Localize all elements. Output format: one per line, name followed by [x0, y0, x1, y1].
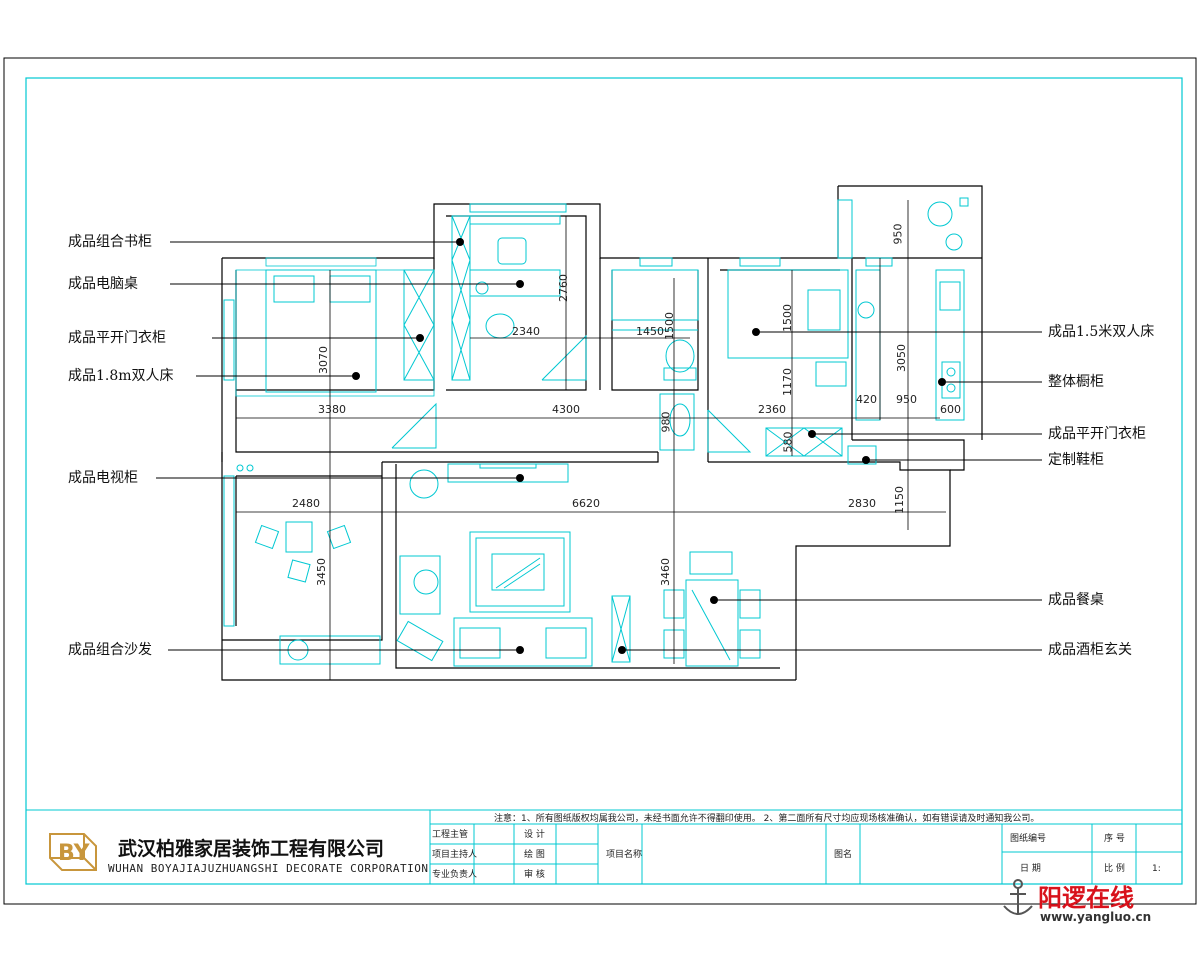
label-sofa: 成品组合沙发	[68, 642, 152, 658]
walls	[221, 185, 983, 681]
dim-bath-depth: 1500	[663, 312, 676, 340]
watermark-url: www.yangluo.cn	[1040, 910, 1152, 924]
furniture	[223, 197, 969, 667]
label-master-wardrobe: 成品平开门衣柜	[68, 330, 166, 346]
kitchen-counter	[935, 269, 965, 421]
cell-project-host: 项目主持人	[432, 850, 478, 860]
dim-balcony-top: 950	[891, 223, 905, 245]
dim-row1-left: 3380	[318, 403, 346, 416]
sofa	[453, 617, 593, 667]
dim-living-mid: 6620	[572, 497, 600, 510]
rug	[469, 531, 571, 613]
dim-bath-vertical: 980	[659, 411, 673, 433]
dim-wardrobe-depth: 580	[781, 431, 795, 453]
watermark-name: 阳逻在线	[1038, 884, 1134, 912]
dim-row1-r3: 950	[896, 393, 917, 406]
cell-drawing-name: 图名	[834, 850, 853, 860]
label-computer-desk: 成品电脑桌	[68, 276, 138, 292]
dining-table	[685, 579, 739, 667]
bookcase	[451, 215, 471, 381]
anchor-icon	[1003, 879, 1033, 915]
label-second-bed: 成品1.5米双人床	[1048, 324, 1155, 340]
title-block	[26, 809, 1182, 884]
company-name-en: WUHAN BOYAJIAJUZHUANGSHI DECORATE CORPOR…	[108, 862, 429, 875]
study-desk	[469, 269, 561, 297]
cell-drawing: 绘 图	[524, 850, 545, 860]
cell-project-name: 项目名称	[606, 850, 643, 860]
cell-scale: 比 例	[1104, 864, 1125, 874]
cell-review: 审 核	[524, 870, 545, 880]
dim-master-depth: 3070	[317, 346, 330, 374]
label-shoe-cabinet: 定制鞋柜	[1048, 452, 1104, 468]
label-kitchen: 整体橱柜	[1048, 374, 1104, 390]
dim-row1-mid: 4300	[552, 403, 580, 416]
dimension-lines	[236, 200, 946, 680]
title-note: 注意：1、所有图纸版权均属我公司，未经书面允许不得翻印使用。 2、第二面所有尺寸…	[494, 814, 1040, 824]
label-second-wardrobe: 成品平开门衣柜	[1048, 426, 1146, 442]
dim-bed2-top: 1500	[781, 304, 794, 332]
label-bookcase: 成品组合书柜	[68, 234, 152, 250]
cell-date: 日 期	[1020, 864, 1041, 874]
dim-study-depth: 2760	[557, 274, 570, 302]
second-bed	[727, 269, 849, 359]
dim-balcony-depth: 3450	[315, 558, 328, 586]
cell-drawing-no: 图纸编号	[1010, 834, 1047, 844]
dim-right-depth: 3050	[895, 344, 908, 372]
cube-logo-icon	[49, 833, 97, 871]
sheet-outer-border	[3, 57, 1197, 905]
shoe-cabinet	[847, 445, 877, 465]
wine-cabinet	[611, 595, 631, 663]
cell-design: 设 计	[524, 830, 545, 840]
logo-letters: BY	[58, 841, 90, 866]
cell-ratio: 1:	[1152, 864, 1161, 874]
dim-living-right: 2830	[848, 497, 876, 510]
label-master-bed: 成品1.8m双人床	[68, 368, 174, 384]
dim-study-width: 2340	[512, 325, 540, 338]
sheet-inner-border	[25, 77, 1183, 885]
master-wardrobe	[403, 269, 435, 381]
cell-seq: 序 号	[1104, 834, 1125, 844]
cell-professional-lead: 专业负责人	[432, 870, 478, 880]
dim-living-left: 2480	[292, 497, 320, 510]
leader-lines	[156, 238, 1042, 654]
dim-entry-depth: 1150	[893, 486, 906, 514]
dim-dining-depth: 3460	[659, 558, 672, 586]
dim-row1-right: 2360	[758, 403, 786, 416]
dim-row1-r2: 420	[856, 393, 877, 406]
second-wardrobe	[765, 427, 843, 457]
dim-row1-r4: 600	[940, 403, 961, 416]
company-name-cn: 武汉柏雅家居装饰工程有限公司	[118, 838, 385, 860]
label-dining-table: 成品餐桌	[1048, 592, 1104, 608]
cell-engineering-supervisor: 工程主管	[432, 830, 469, 840]
label-wine-cabinet: 成品酒柜玄关	[1048, 642, 1132, 658]
dim-bed2-bottom: 1170	[781, 368, 794, 396]
label-tv-cabinet: 成品电视柜	[68, 470, 138, 486]
tv-cabinet	[447, 463, 569, 483]
dim-bath-width: 1450	[636, 325, 664, 338]
